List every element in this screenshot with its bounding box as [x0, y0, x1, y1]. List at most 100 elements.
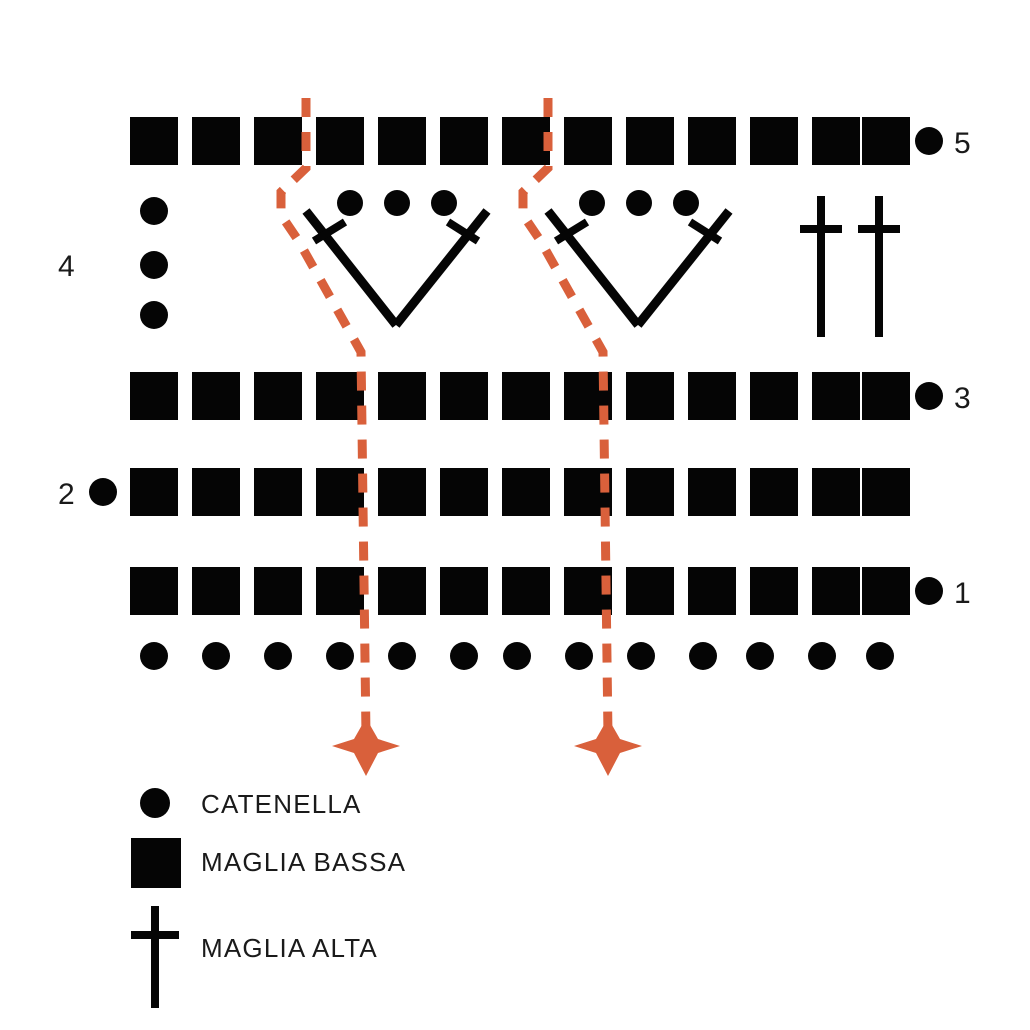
- row-5-stitches: [130, 117, 910, 165]
- chain-dot: [808, 642, 836, 670]
- chain-dot: [384, 190, 410, 216]
- maglia-alta-bar: [311, 218, 348, 245]
- chain-dot: [202, 642, 230, 670]
- stitch-square: [192, 117, 240, 165]
- row-2: 2: [58, 468, 910, 516]
- stitch-square: [750, 468, 798, 516]
- repeat-guide-line: [276, 98, 371, 737]
- stitch-square: [564, 117, 612, 165]
- maglia-alta-symbol: [800, 196, 842, 337]
- stitch-square: [378, 468, 426, 516]
- stitch-square: [502, 117, 550, 165]
- stitch-square: [440, 117, 488, 165]
- legend-label-maglia-alta: MAGLIA ALTA: [201, 933, 378, 963]
- stitch-square: [812, 567, 860, 615]
- stitch-square: [688, 117, 736, 165]
- square-icon: [131, 838, 181, 888]
- repeat-guide-line: [518, 98, 613, 737]
- repeat-guide-star: [332, 718, 400, 776]
- stitch-square: [862, 468, 910, 516]
- stitch-square: [862, 567, 910, 615]
- chain-dot: [140, 642, 168, 670]
- stitch-square: [254, 117, 302, 165]
- legend-item-maglia-alta: MAGLIA ALTA: [131, 906, 378, 1008]
- legend-label-catenella: CATENELLA: [201, 789, 362, 819]
- stitch-square: [378, 372, 426, 420]
- row-3-stitches: [130, 372, 910, 420]
- stitch-square: [130, 117, 178, 165]
- maglia-alta-bar: [687, 218, 723, 245]
- chain-dot: [326, 642, 354, 670]
- maglia-alta-stem: [302, 208, 400, 328]
- stitch-square: [812, 117, 860, 165]
- row-4: 4: [58, 190, 900, 337]
- foundation-chain-row: [140, 642, 894, 670]
- circle-icon: [140, 788, 170, 818]
- stitch-square: [440, 567, 488, 615]
- chain-dot: [689, 642, 717, 670]
- turning-chain-dot: [140, 251, 168, 279]
- row-4-turning-chain: [140, 197, 168, 329]
- chain-dot: [450, 642, 478, 670]
- stitch-square: [192, 567, 240, 615]
- stitch-square: [316, 117, 364, 165]
- stitch-square: [254, 567, 302, 615]
- stitch-square: [688, 372, 736, 420]
- stitch-square: [750, 117, 798, 165]
- chain-dot: [431, 190, 457, 216]
- stitch-square: [316, 372, 364, 420]
- stitch-square: [502, 468, 550, 516]
- legend-item-catenella: CATENELLA: [140, 788, 362, 819]
- stitch-square: [440, 372, 488, 420]
- chain-dot: [264, 642, 292, 670]
- stitch-square: [254, 372, 302, 420]
- maglia-alta-bar: [445, 218, 481, 245]
- chain-dot: [579, 190, 605, 216]
- chain-dot: [503, 642, 531, 670]
- stitch-square: [192, 372, 240, 420]
- repeat-marker-left: [276, 98, 400, 776]
- stitch-square: [316, 567, 364, 615]
- row-3: 3: [130, 372, 971, 420]
- maglia-alta-stem: [634, 208, 733, 328]
- row-1-stitches: [130, 567, 910, 615]
- stitch-square: [626, 117, 674, 165]
- shell-motif: [302, 190, 491, 328]
- stitch-square: [254, 468, 302, 516]
- stitch-square: [130, 372, 178, 420]
- row-5: 5: [130, 117, 971, 165]
- chain-dot: [673, 190, 699, 216]
- row-number-4: 4: [58, 250, 75, 283]
- maglia-alta-symbol: [858, 196, 900, 337]
- row-2-stitches: [130, 468, 910, 516]
- stitch-square: [626, 372, 674, 420]
- turning-chain-dot: [140, 197, 168, 225]
- stitch-square: [440, 468, 488, 516]
- stitch-square: [812, 468, 860, 516]
- stitch-square: [626, 567, 674, 615]
- stitch-square: [812, 372, 860, 420]
- chain-dot: [746, 642, 774, 670]
- stitch-square: [378, 567, 426, 615]
- turning-chain-dot: [915, 127, 943, 155]
- stitch-square: [862, 117, 910, 165]
- stitch-square: [688, 468, 736, 516]
- legend-item-maglia-bassa: MAGLIA BASSA: [131, 838, 406, 888]
- chain-dot: [565, 642, 593, 670]
- shell-motif: [544, 190, 733, 328]
- chain-dot: [388, 642, 416, 670]
- row-number-5: 5: [954, 127, 971, 160]
- stitch-square: [192, 468, 240, 516]
- legend: CATENELLA MAGLIA BASSA MAGLIA ALTA: [131, 788, 406, 1008]
- stitch-square: [750, 372, 798, 420]
- legend-label-maglia-bassa: MAGLIA BASSA: [201, 847, 406, 877]
- turning-chain-dot: [89, 478, 117, 506]
- turning-chain-dot: [915, 577, 943, 605]
- maglia-alta-stem: [392, 208, 491, 328]
- row-1: 1: [130, 567, 971, 615]
- row-number-1: 1: [954, 577, 971, 610]
- maglia-alta-stem: [544, 208, 642, 328]
- stitch-square: [626, 468, 674, 516]
